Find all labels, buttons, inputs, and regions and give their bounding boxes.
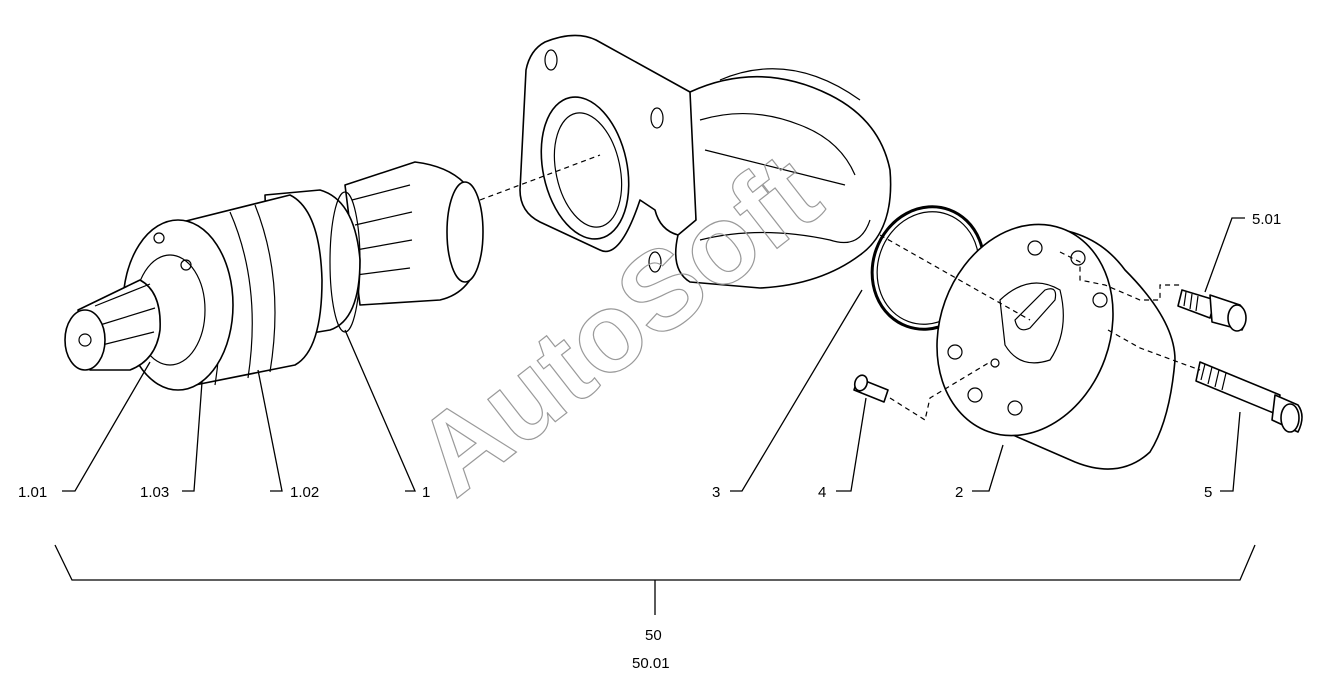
- label-5: 5: [1204, 484, 1212, 501]
- screw-short: [1177, 289, 1247, 332]
- flange-block: [936, 223, 1176, 470]
- elbow-housing: [519, 34, 892, 289]
- label-1-02: 1.02: [290, 484, 319, 501]
- label-5-01: 5.01: [1252, 211, 1281, 228]
- label-3: 3: [712, 484, 720, 501]
- label-1-03: 1.03: [140, 484, 169, 501]
- assembly-lines: [479, 154, 1201, 421]
- part-labels: 1.01 1.03 1.02 1 3 4 2 5 5.01 50 50.01: [18, 211, 1281, 672]
- label-50: 50: [645, 627, 662, 644]
- pin: [853, 374, 889, 403]
- label-4: 4: [818, 484, 826, 501]
- screw-long: [1195, 361, 1303, 433]
- label-1-01: 1.01: [18, 484, 47, 501]
- label-50-01: 50.01: [632, 655, 670, 672]
- label-2: 2: [955, 484, 963, 501]
- label-1: 1: [422, 484, 430, 501]
- leader-lines: [54, 217, 1256, 615]
- starter-motor-assembly: [64, 161, 484, 391]
